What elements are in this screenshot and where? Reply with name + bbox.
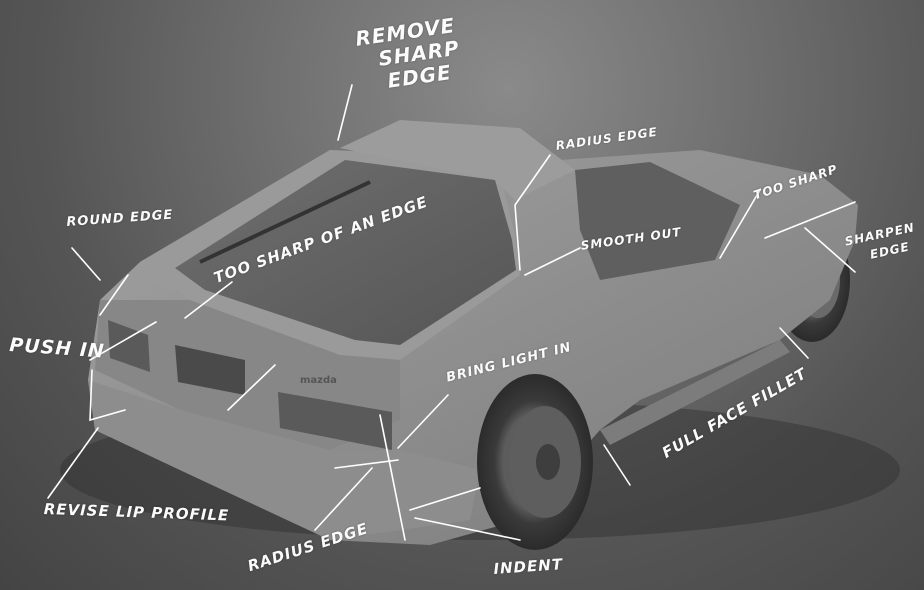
note-remove-sharp-edge: REMOVE SHARP EDGE <box>353 13 462 93</box>
rear-glass <box>175 160 516 345</box>
rear-bumper <box>88 380 480 540</box>
tail-light-right <box>278 392 392 450</box>
tail-light-left <box>108 320 150 372</box>
side-window <box>575 162 740 280</box>
license-plate-recess <box>175 345 245 395</box>
roof <box>340 120 575 200</box>
mazda-badge: mazda <box>300 375 337 386</box>
near-wheel <box>477 374 593 550</box>
